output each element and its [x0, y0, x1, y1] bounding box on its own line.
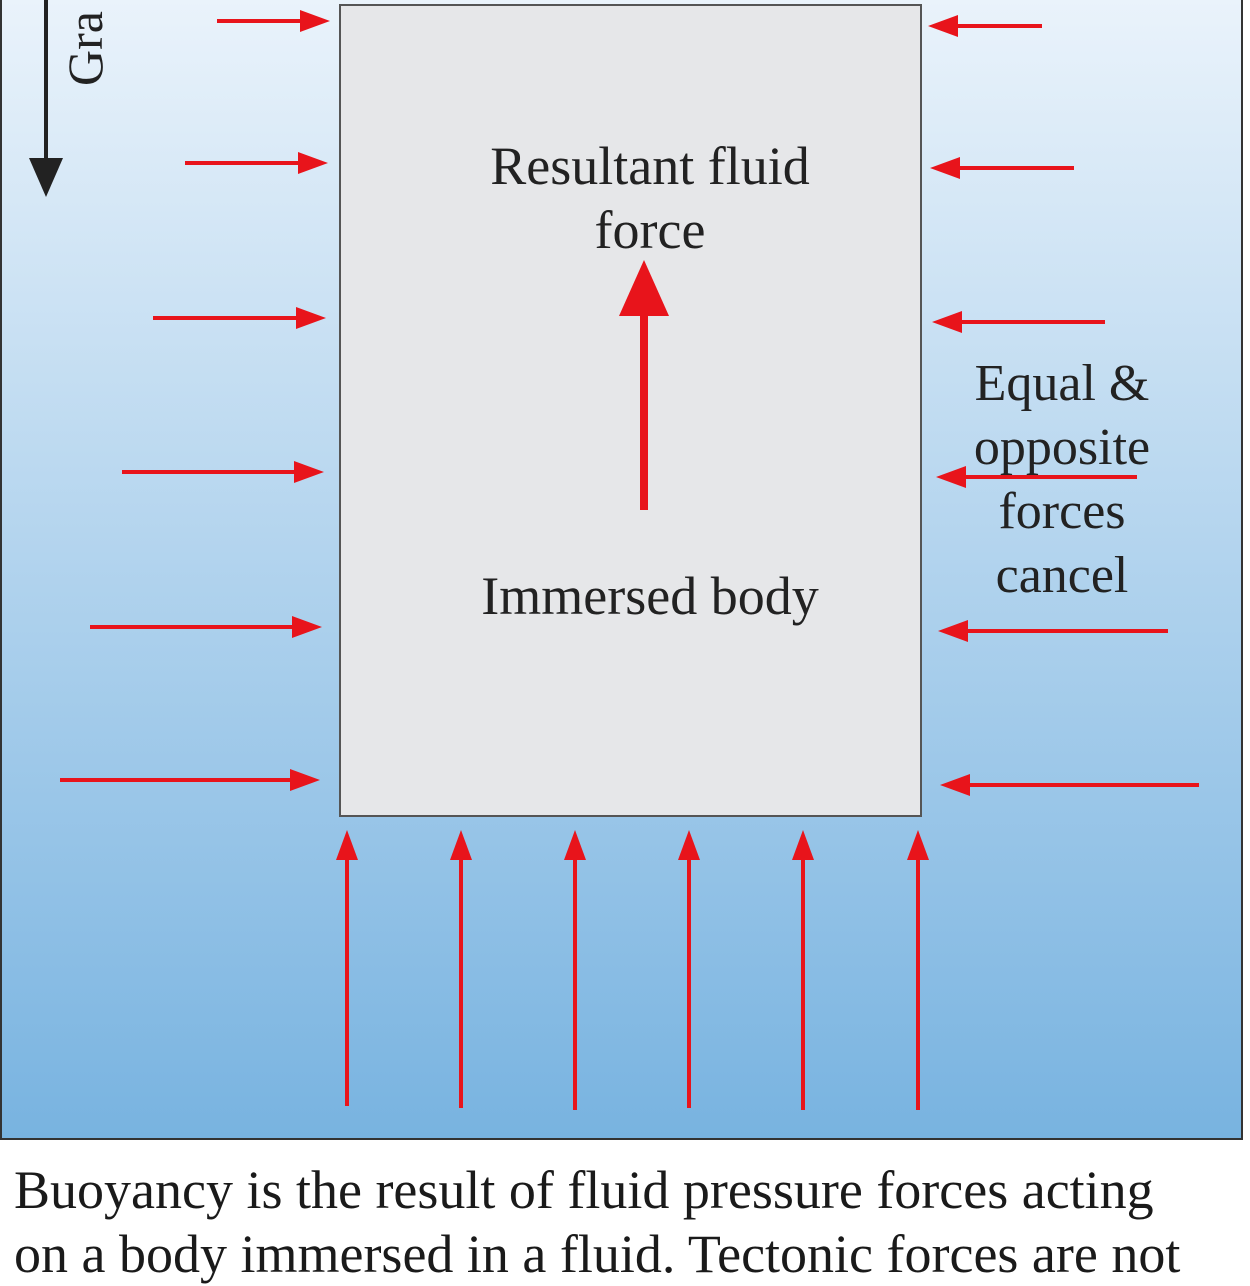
- pressure-arrows: [60, 10, 1199, 1110]
- resultant-label-line2: force: [595, 200, 706, 260]
- right-pressure-arrow: [938, 620, 1168, 642]
- right-pressure-arrow: [930, 157, 1074, 179]
- right-pressure-arrow: [936, 466, 1137, 488]
- equal-label-line2: opposite: [974, 419, 1150, 476]
- left-pressure-arrow: [90, 616, 322, 638]
- immersed-body-rect: [339, 4, 922, 817]
- right-pressure-arrow: [932, 311, 1105, 333]
- resultant-label-line1: Resultant fluid: [490, 136, 809, 196]
- resultant-force-arrow: [619, 260, 669, 510]
- immersed-body-label: Immersed body: [481, 566, 818, 626]
- caption-line2: on a body immersed in a fluid. Tectonic …: [14, 1224, 1181, 1284]
- left-pressure-arrow: [153, 307, 326, 329]
- left-pressure-arrow: [217, 10, 330, 32]
- gravity-label: Gra: [57, 11, 113, 86]
- caption: Buoyancy is the result of fluid pressure…: [14, 1158, 1244, 1286]
- equal-label-line1: Equal &: [975, 355, 1150, 412]
- left-pressure-arrow: [122, 461, 324, 483]
- bottom-pressure-arrow: [792, 830, 814, 1110]
- bottom-pressure-arrow: [907, 830, 929, 1110]
- equal-label-line3: forces: [998, 483, 1125, 540]
- right-pressure-arrow: [928, 15, 1042, 37]
- left-pressure-arrow: [185, 152, 328, 174]
- buoyancy-diagram: Gra Resultant fluid force Immersed body …: [0, 0, 1243, 1140]
- bottom-pressure-arrow: [336, 830, 358, 1106]
- right-pressure-arrow: [940, 774, 1199, 796]
- bottom-pressure-arrow: [564, 830, 586, 1110]
- bottom-pressure-arrow: [678, 830, 700, 1108]
- caption-line1: Buoyancy is the result of fluid pressure…: [14, 1160, 1154, 1220]
- left-pressure-arrow: [60, 769, 320, 791]
- equal-label-line4: cancel: [996, 547, 1129, 604]
- bottom-pressure-arrow: [450, 830, 472, 1108]
- gravity-arrow: [29, 0, 63, 197]
